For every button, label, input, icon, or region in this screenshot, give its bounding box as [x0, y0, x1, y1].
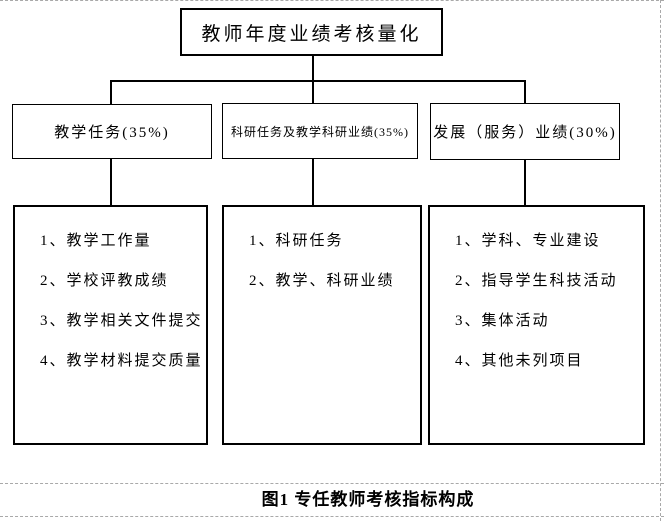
list-item: 1、学科、专业建设	[455, 233, 601, 249]
canvas-border-above-caption	[0, 483, 664, 484]
branch-items-development-performance: 1、学科、专业建设 2、指导学生科技活动 3、集体活动 4、其他未列项目	[428, 205, 645, 445]
list-item: 1、教学工作量	[40, 233, 152, 249]
list-item: 4、教学材料提交质量	[40, 353, 203, 369]
branch-header-label: 发展（服务）业绩(30%)	[433, 125, 617, 141]
list-item: 2、教学、科研业绩	[249, 273, 395, 289]
canvas-border-bottom	[0, 516, 664, 517]
branch-header-teaching-tasks: 教学任务(35%)	[12, 104, 212, 159]
branch-items-research-tasks: 1、科研任务 2、教学、科研业绩	[222, 205, 422, 445]
branch-header-research-tasks: 科研任务及教学科研业绩(35%)	[222, 103, 418, 159]
connector-right-branch	[524, 160, 526, 205]
connector-distribution-line	[110, 80, 526, 82]
canvas-border-top	[0, 0, 664, 1]
list-item: 2、指导学生科技活动	[455, 273, 618, 289]
list-item: 2、学校评教成绩	[40, 273, 169, 289]
branch-items-teaching-tasks: 1、教学工作量 2、学校评教成绩 3、教学相关文件提交 4、教学材料提交质量	[13, 205, 208, 445]
list-item: 3、集体活动	[455, 313, 550, 329]
canvas-border-right	[660, 0, 661, 521]
connector-stub-right	[524, 80, 526, 103]
branch-header-label: 科研任务及教学科研业绩(35%)	[231, 124, 409, 139]
connector-left-branch	[110, 158, 112, 205]
root-node-label: 教师年度业绩考核量化	[201, 23, 422, 45]
branch-header-development-performance: 发展（服务）业绩(30%)	[430, 103, 620, 160]
figure-caption: 图1 专任教师考核指标构成	[261, 490, 475, 509]
list-item: 1、科研任务	[249, 233, 344, 249]
list-item: 4、其他未列项目	[455, 353, 584, 369]
connector-middle-branch	[312, 159, 314, 205]
connector-stub-left	[110, 80, 112, 104]
list-item: 3、教学相关文件提交	[40, 313, 203, 329]
branch-header-label: 教学任务(35%)	[54, 125, 170, 141]
root-node: 教师年度业绩考核量化	[180, 8, 443, 56]
